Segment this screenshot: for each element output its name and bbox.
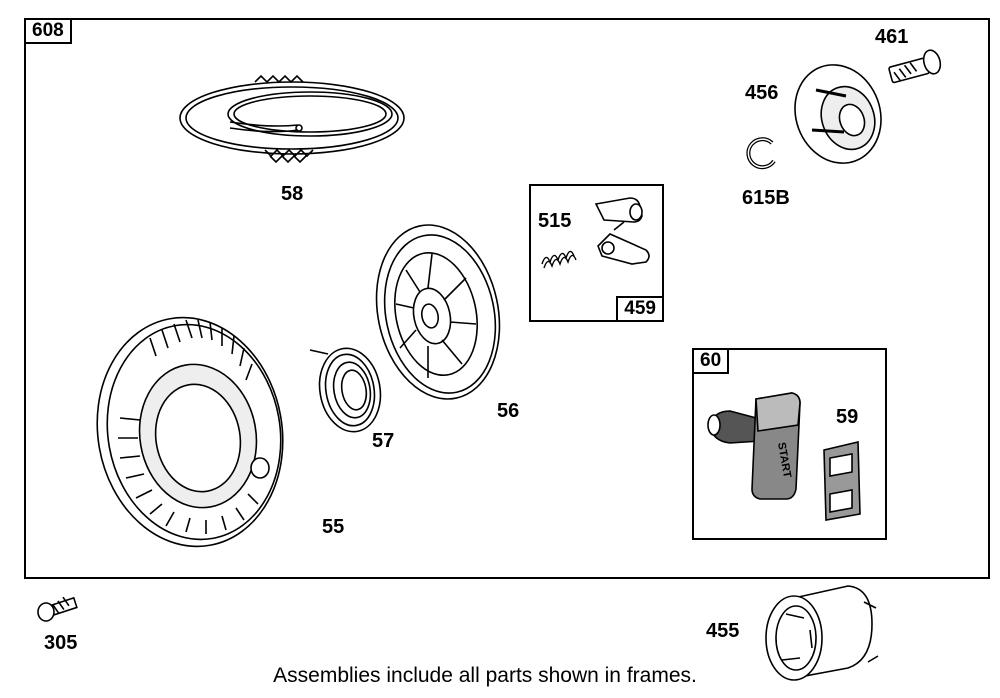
part-label-456: 456 xyxy=(745,82,779,104)
part-label-515: 515 xyxy=(538,210,572,232)
part-label-58: 58 xyxy=(281,183,304,205)
screw-drawing xyxy=(37,596,78,622)
spring-drawing xyxy=(541,250,577,269)
pawl-plate-drawing xyxy=(794,64,882,164)
part-label-455: 455 xyxy=(706,620,740,642)
pawl-drawing xyxy=(594,197,650,265)
assembly-frame-459: 459 xyxy=(529,184,664,322)
part-label-615B: 615B xyxy=(742,187,790,209)
frame-label-60: 60 xyxy=(692,348,730,374)
handle-insert-drawing xyxy=(823,440,861,521)
frame-label-459: 459 xyxy=(616,296,664,322)
part-label-305: 305 xyxy=(44,632,78,654)
recoil-spring-drawing xyxy=(309,347,382,433)
pulley-drawing xyxy=(375,224,501,400)
diagram-caption: Assemblies include all parts shown in fr… xyxy=(273,664,697,687)
part-label-59: 59 xyxy=(836,406,859,428)
part-label-57: 57 xyxy=(372,430,395,452)
clutch-drawing xyxy=(765,585,879,681)
part-label-55: 55 xyxy=(322,516,345,538)
retaining-ring-drawing xyxy=(746,137,776,170)
rope-drawing xyxy=(179,74,405,164)
assembly-frame-60: 60 xyxy=(692,348,887,540)
part-label-461: 461 xyxy=(875,26,909,48)
part-label-56: 56 xyxy=(497,400,520,422)
assembly-frame-608: 608 xyxy=(24,18,990,579)
starter-handle-drawing: START xyxy=(707,392,801,500)
blower-housing-drawing xyxy=(96,316,284,548)
shoulder-bolt-drawing xyxy=(888,49,942,84)
frame-label-608: 608 xyxy=(24,18,72,44)
